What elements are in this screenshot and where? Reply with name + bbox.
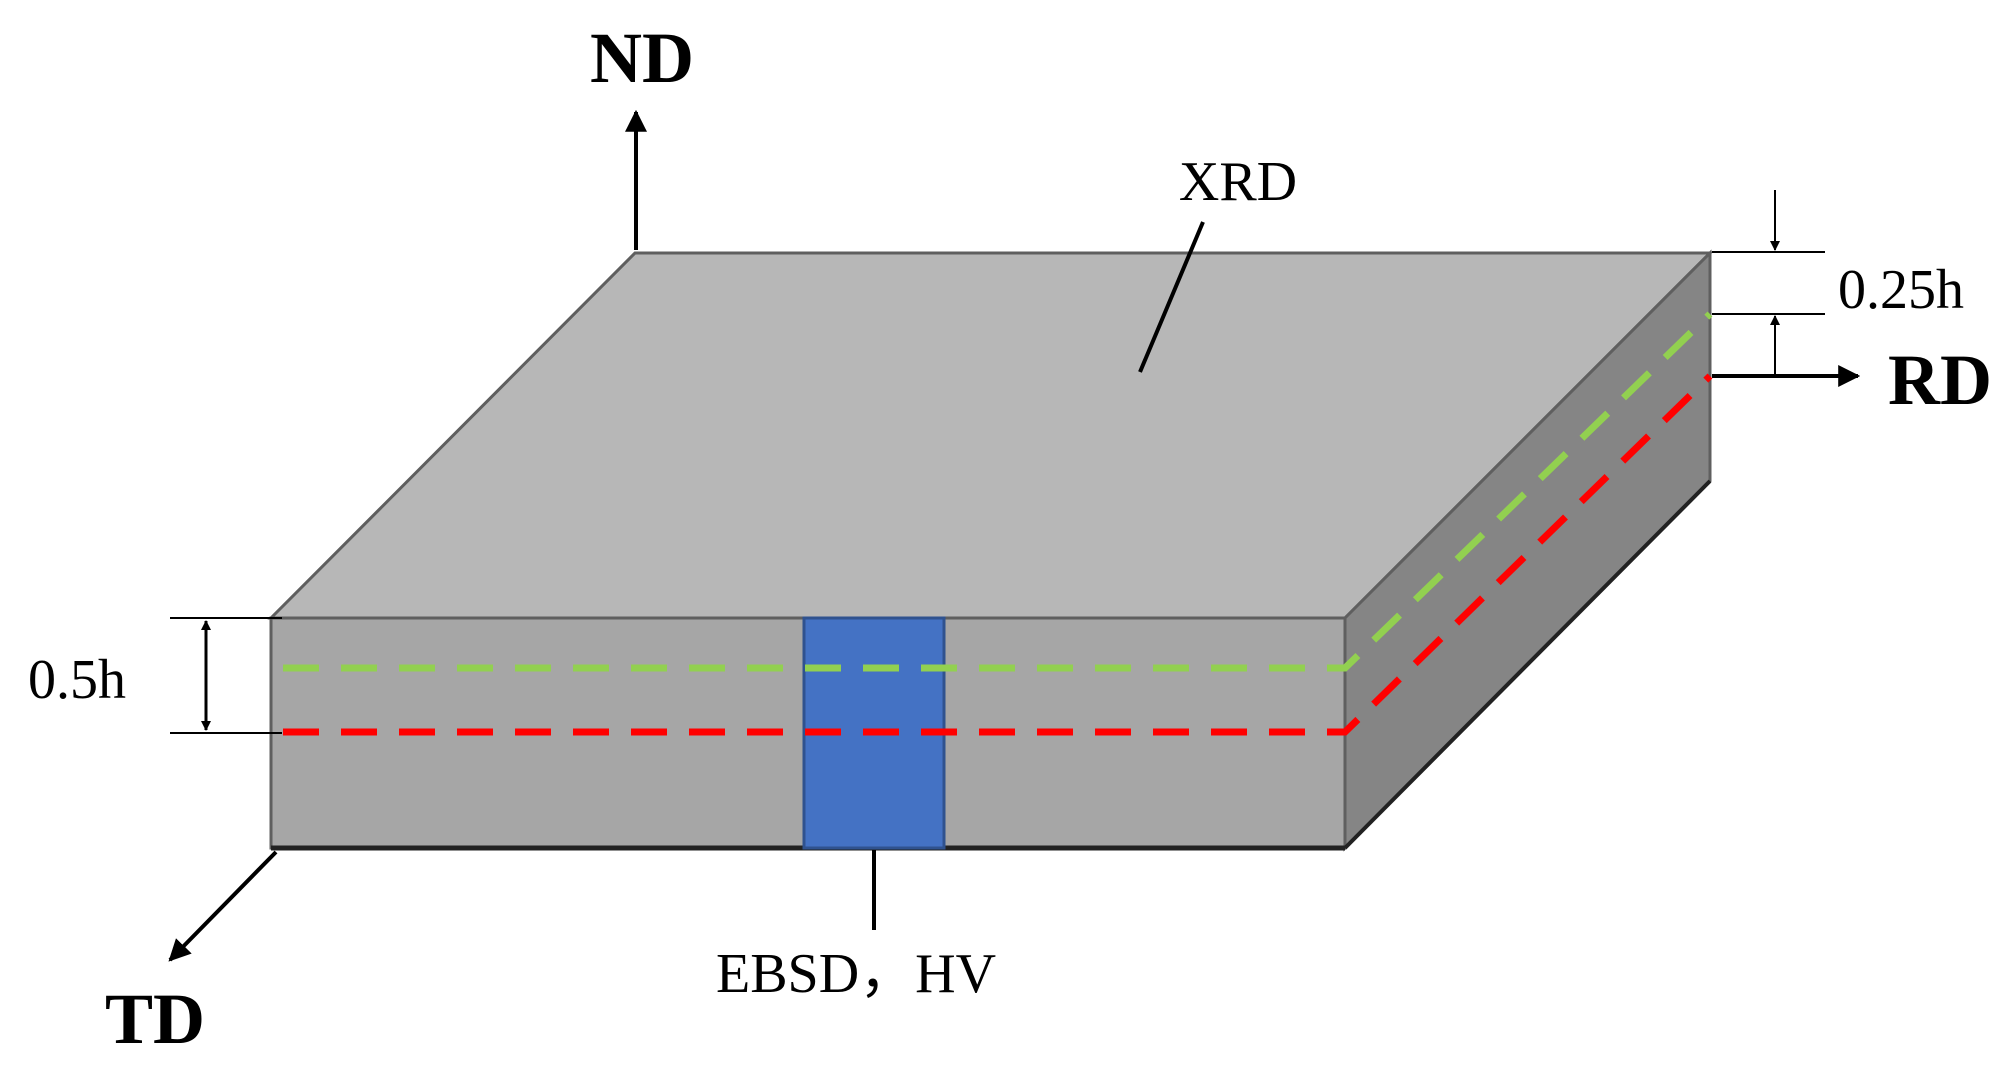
quarter-thickness-label: 0.25h	[1838, 259, 1964, 321]
quarter-thickness-line	[283, 311, 1713, 672]
block-side-bottom-edge	[1343, 479, 1712, 850]
half-thickness-line	[283, 373, 1713, 736]
td-axis-arrow	[168, 850, 278, 962]
rd-label: RD	[1888, 340, 1992, 420]
td-label: TD	[105, 979, 205, 1059]
xrd-label: XRD	[1179, 151, 1297, 213]
ebsd-hv-label: EBSD，HV	[716, 943, 996, 1005]
half-thickness-label: 0.5h	[28, 649, 126, 711]
nd-label: ND	[590, 18, 694, 98]
xrd-leader-line	[1138, 221, 1205, 373]
